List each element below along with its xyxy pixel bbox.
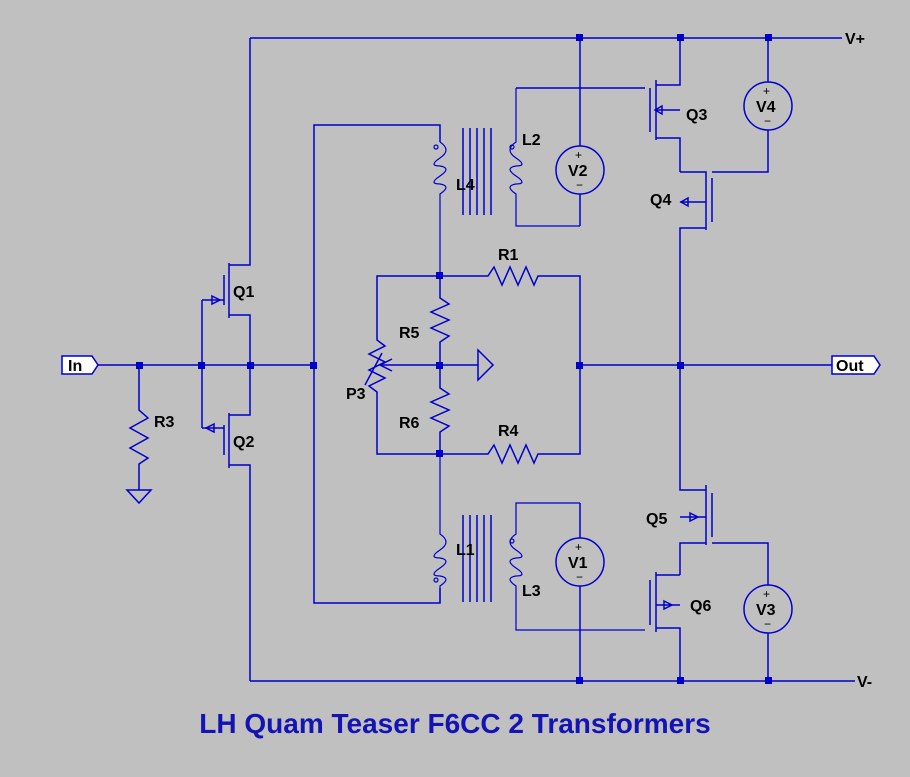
label-v4: V4 [756, 99, 776, 116]
transistor-q1 [202, 38, 251, 365]
label-q5: Q5 [646, 511, 667, 528]
resistor-r1 [440, 265, 581, 365]
svg-text:−: − [764, 114, 771, 128]
source-v4: + − V4 [712, 38, 793, 173]
label-q1: Q1 [233, 284, 254, 301]
svg-text:+: + [575, 540, 582, 554]
label-v3: V3 [756, 602, 776, 619]
ground-bridge [440, 348, 495, 382]
svg-text:+: + [763, 587, 770, 601]
input-port-label: In [68, 358, 82, 375]
transformer-lower [433, 454, 645, 631]
resistor-r4 [440, 365, 581, 465]
label-q3: Q3 [686, 107, 707, 124]
negative-rail-label: V- [857, 674, 872, 691]
label-l2: L2 [522, 132, 541, 149]
output-port-label: Out [836, 358, 864, 375]
transistor-q6 [649, 572, 681, 681]
transistor-q5 [679, 365, 713, 575]
label-r5: R5 [399, 325, 420, 342]
driver-wire-upper [313, 124, 441, 365]
label-q2: Q2 [233, 434, 254, 451]
label-p3: P3 [346, 386, 366, 403]
output-port: Out [831, 355, 881, 375]
svg-text:+: + [575, 148, 582, 162]
label-l4: L4 [456, 177, 475, 194]
label-l1: L1 [456, 542, 475, 559]
label-l3: L3 [522, 583, 541, 600]
junction-dots [136, 34, 772, 684]
transistor-q2 [202, 365, 251, 681]
label-v1: V1 [568, 555, 588, 572]
diagram-title: LH Quam Teaser F6CC 2 Transformers [199, 708, 711, 739]
potentiometer-p3 [364, 275, 440, 455]
positive-rail-label: V+ [845, 31, 865, 48]
label-v2: V2 [568, 163, 588, 180]
svg-text:−: − [764, 617, 771, 631]
label-q6: Q6 [690, 598, 711, 615]
svg-text:+: + [763, 84, 770, 98]
label-r3: R3 [154, 414, 175, 431]
source-v1: + − V1 [555, 503, 605, 681]
transistor-q4 [679, 171, 713, 365]
label-r4: R4 [498, 423, 519, 440]
transistor-q3 [649, 38, 681, 172]
source-v3: + − V3 [712, 542, 793, 681]
svg-text:−: − [576, 178, 583, 192]
source-v2: + − V2 [555, 38, 605, 226]
resistor-r3 [125, 365, 153, 505]
label-r6: R6 [399, 415, 420, 432]
label-r1: R1 [498, 247, 519, 264]
input-port: In [61, 355, 99, 375]
resistor-r5 [429, 276, 451, 365]
svg-text:−: − [576, 570, 583, 584]
resistor-r6 [429, 365, 451, 454]
label-q4: Q4 [650, 192, 671, 209]
